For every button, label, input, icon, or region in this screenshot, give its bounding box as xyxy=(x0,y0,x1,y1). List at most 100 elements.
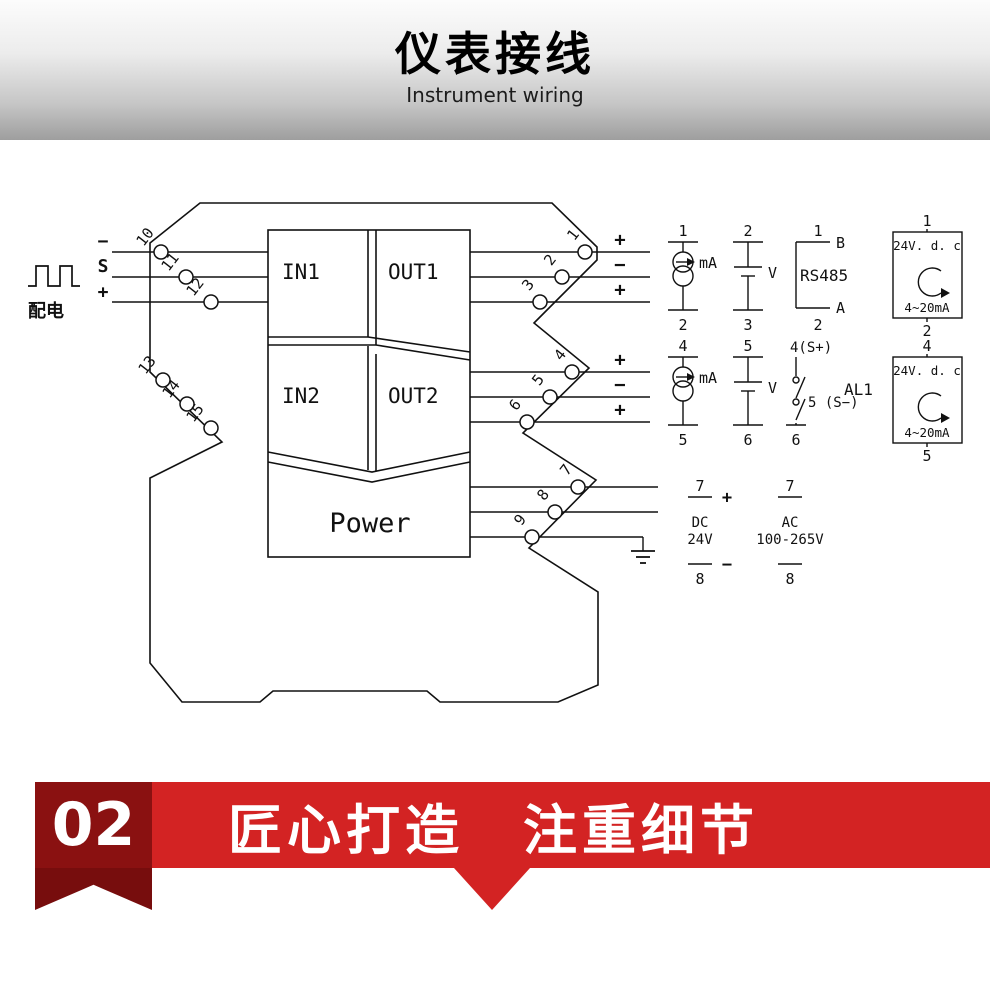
loop-power-box-2: 4 24V. d. c 4~20mA 5 xyxy=(892,337,963,465)
section-ribbon xyxy=(35,868,152,910)
terminal-10-label: 10 xyxy=(132,224,157,249)
terminal-9-label: 9 xyxy=(510,511,530,529)
ac-line2: 100-265V xyxy=(756,532,824,548)
loop1-line1: 24V. d. c xyxy=(893,238,961,253)
out1-plus2: + xyxy=(614,279,625,301)
loop-power-box-1: 1 24V. d. c 4~20mA 2 xyxy=(892,212,963,340)
alarm-top-label: 4(S+) xyxy=(790,340,832,356)
section-banner: 匠心打造 注重细节 xyxy=(152,782,990,868)
page-subtitle: Instrument wiring xyxy=(406,82,584,107)
volt1-top-number: 2 xyxy=(743,222,752,240)
loop2-line1: 24V. d. c xyxy=(893,363,961,378)
out2-minus: − xyxy=(614,374,625,396)
loop2-line2: 4~20mA xyxy=(904,425,950,440)
ma1-bottom-number: 2 xyxy=(678,316,687,334)
input-plus-label: + xyxy=(98,282,109,303)
loop1-top-number: 1 xyxy=(922,212,931,230)
ma-meter-circuit-2: 4 mA 5 xyxy=(668,337,717,449)
footer-section: 02 匠心打造 注重细节 xyxy=(0,775,990,987)
rs485-pin-b-label: B xyxy=(836,234,845,252)
loop-arrowhead-icon xyxy=(941,288,950,298)
current-arrow-icon xyxy=(687,373,695,381)
ma1-unit-label: mA xyxy=(699,254,717,272)
banner-pointer-icon xyxy=(454,868,530,910)
volt2-top-number: 5 xyxy=(743,337,752,355)
out1-plus: + xyxy=(614,229,625,251)
ground-icon xyxy=(631,550,655,564)
loop-arrowhead-icon xyxy=(941,413,950,423)
ma1-top-number: 1 xyxy=(678,222,687,240)
terminal-8-label: 8 xyxy=(533,486,553,504)
rs485-bottom-number: 2 xyxy=(813,316,822,334)
terminal-3-label: 3 xyxy=(518,276,538,294)
module-inner-blocks xyxy=(267,229,471,558)
terminal-numbers: 10 11 12 13 14 15 1 2 3 4 5 6 7 8 9 xyxy=(132,224,583,529)
alarm-bottom-number: 6 xyxy=(791,431,800,449)
power-distribution-label: 配电 xyxy=(28,300,64,322)
terminal-13-label: 13 xyxy=(134,352,159,377)
volt2-unit-label: V xyxy=(768,379,777,397)
loop-arrow-icon xyxy=(917,392,942,422)
ac-top-number: 7 xyxy=(785,477,794,495)
loop1-line2: 4~20mA xyxy=(904,300,950,315)
loop-arrow-icon xyxy=(917,267,942,297)
terminal-4-label: 4 xyxy=(550,346,570,364)
rs485-circuit: 1 B RS485 A 2 xyxy=(795,222,848,334)
ma-meter-circuit-1: 1 mA 2 xyxy=(668,222,717,334)
terminal-1-label: 1 xyxy=(563,226,583,244)
out2-plus2: + xyxy=(614,399,625,421)
ma2-bottom-number: 5 xyxy=(678,431,687,449)
rs485-top-number: 1 xyxy=(813,222,822,240)
page-title: 仪表接线 xyxy=(395,27,595,81)
input-labels: − S + 配电 xyxy=(28,231,109,322)
input-minus-label: − xyxy=(98,231,109,252)
ac-line1: AC xyxy=(782,515,799,531)
dc-bottom-number: 8 xyxy=(695,570,704,588)
polarity-marks: + − + + − + xyxy=(614,229,625,421)
loop1-bottom-number: 2 xyxy=(922,322,931,340)
in1-label: IN1 xyxy=(282,260,320,284)
current-arrow-icon xyxy=(687,258,695,266)
dc-plus: + xyxy=(722,488,732,508)
section-number-badge: 02 xyxy=(35,782,152,868)
out1-label: OUT1 xyxy=(388,260,439,284)
section-slogan: 匠心打造 注重细节 xyxy=(228,798,759,862)
module-labels: IN1 OUT1 IN2 OUT2 Power xyxy=(282,260,439,539)
header-banner: 仪表接线 Instrument wiring xyxy=(0,0,990,140)
terminal-5-label: 5 xyxy=(528,371,548,389)
wiring-diagram: IN1 OUT1 IN2 OUT2 Power xyxy=(0,140,990,775)
alarm-relay-circuit: 4(S+) 5 (S−) 6 AL1 xyxy=(786,340,873,449)
ac-power-terminals: 7 AC 100-265V 8 xyxy=(756,477,824,588)
dc-minus: − xyxy=(722,555,732,575)
volt1-bottom-number: 3 xyxy=(743,316,752,334)
out2-plus: + xyxy=(614,349,625,371)
power-label: Power xyxy=(329,508,410,539)
terminal-6-label: 6 xyxy=(505,396,525,414)
ac-bottom-number: 8 xyxy=(785,570,794,588)
loop2-bottom-number: 5 xyxy=(922,447,931,465)
dc-line1: DC xyxy=(692,515,709,531)
volt-meter-circuit-1: 2 V 3 xyxy=(733,222,777,334)
loop2-top-number: 4 xyxy=(922,337,931,355)
terminal-circles xyxy=(153,244,593,545)
volt1-unit-label: V xyxy=(768,264,777,282)
alarm-mid-label: 5 (S−) xyxy=(808,395,859,411)
dc-power-terminals: 7 + DC 24V − 8 xyxy=(687,477,732,588)
input-signal-label: S xyxy=(98,256,109,277)
dc-top-number: 7 xyxy=(695,477,704,495)
out1-minus: − xyxy=(614,254,625,276)
rs485-pin-a-label: A xyxy=(836,299,845,317)
terminal-2-label: 2 xyxy=(540,251,560,269)
ma2-top-number: 4 xyxy=(678,337,687,355)
volt-meter-circuit-2: 5 V 6 xyxy=(733,337,777,449)
wiring-diagram-svg: IN1 OUT1 IN2 OUT2 Power xyxy=(28,202,963,703)
rs485-label: RS485 xyxy=(800,266,848,285)
square-wave-icon xyxy=(28,265,80,287)
terminal-7-label: 7 xyxy=(556,461,576,479)
dc-line2: 24V xyxy=(687,532,713,548)
module-outline xyxy=(149,202,599,703)
volt2-bottom-number: 6 xyxy=(743,431,752,449)
ma2-unit-label: mA xyxy=(699,369,717,387)
alarm-label: AL1 xyxy=(844,380,873,399)
